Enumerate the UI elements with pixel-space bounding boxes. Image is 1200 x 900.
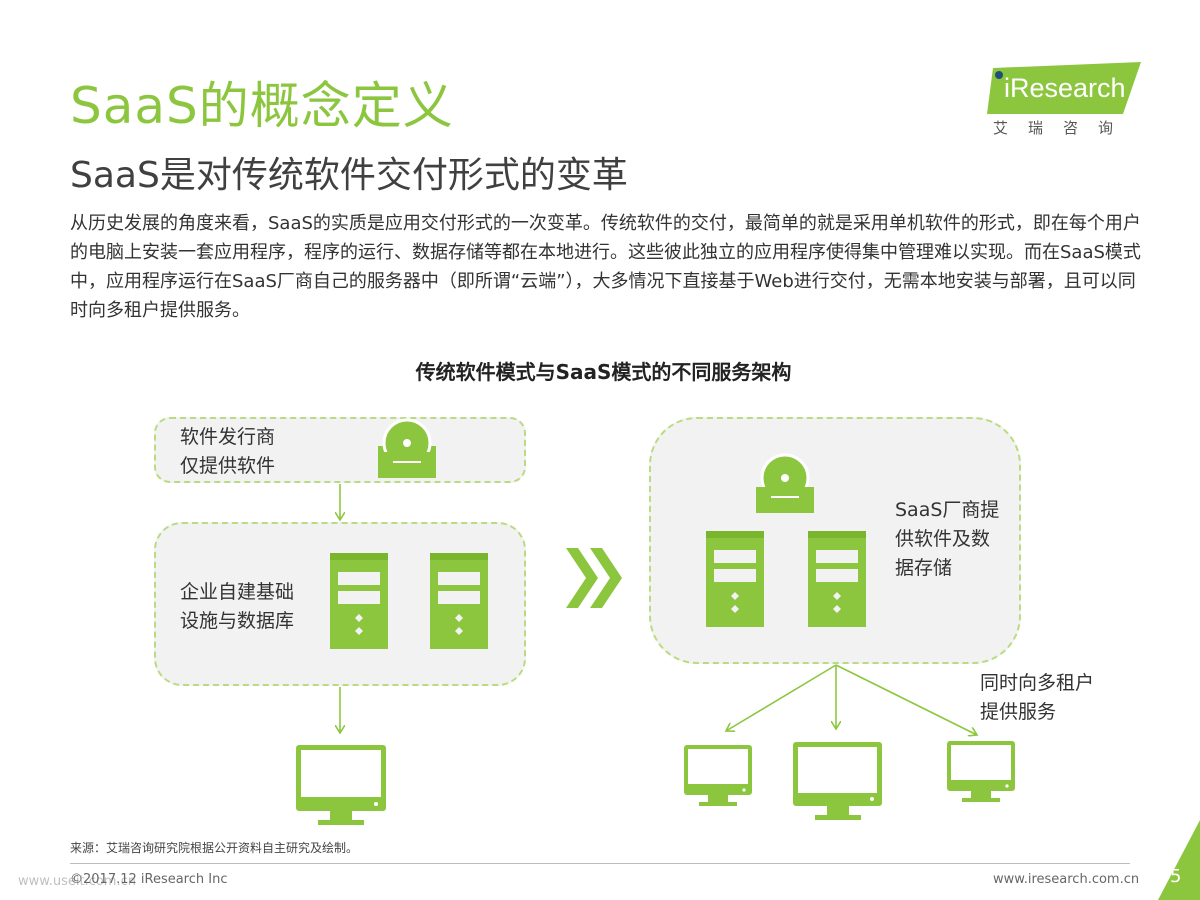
vendor-label-line2: 仅提供软件 [180, 455, 276, 477]
page-subtitle: SaaS是对传统软件交付形式的变革 [70, 155, 628, 196]
monitor-icon [793, 742, 882, 820]
monitor-icon [296, 745, 386, 825]
tenants-label-line1: 同时向多租户 [980, 672, 1095, 694]
logo-chinese: 艾瑞咨询 [993, 119, 1134, 137]
page-number: 5 [1170, 866, 1182, 887]
vendor-box [154, 417, 526, 483]
copyright: ©2017.12 iResearch Inc [70, 872, 228, 887]
diagram-title: 传统软件模式与SaaS模式的不同服务架构 [415, 360, 792, 384]
saas-label-line3: 据存储 [895, 557, 953, 579]
tenants-label-line2: 提供服务 [980, 701, 1057, 723]
monitor-icon [684, 745, 752, 806]
logo-text: iResearch [1004, 73, 1126, 103]
watermark: www.useit.com.cn [18, 874, 136, 889]
footer-divider [70, 863, 1130, 864]
infra-label-line2: 设施与数据库 [180, 610, 295, 632]
server-icon [330, 553, 388, 649]
page-title: SaaS的概念定义 [70, 77, 454, 135]
iresearch-logo [987, 62, 1141, 114]
software-disc-icon [378, 418, 436, 478]
server-icon [430, 553, 488, 649]
vendor-label-line1: 软件发行商 [180, 426, 276, 448]
monitor-icon [947, 741, 1015, 802]
double-chevron-icon [566, 548, 622, 608]
source-note: 来源：艾瑞咨询研究院根据公开资料自主研究及绘制。 [70, 841, 359, 855]
saas-label-line1: SaaS厂商提 [895, 499, 1000, 521]
infra-label-line1: 企业自建基础 [180, 581, 295, 603]
corner-triangle [1158, 820, 1200, 900]
software-disc-icon [756, 453, 814, 513]
server-icon [808, 531, 866, 627]
saas-label-line2: 供软件及数 [895, 528, 991, 550]
server-icon [706, 531, 764, 627]
intro-paragraph: 从历史发展的角度来看，SaaS的实质是应用交付形式的一次变革。传统软件的交付，最… [70, 213, 1141, 321]
website-link[interactable]: www.iresearch.com.cn [993, 872, 1140, 887]
